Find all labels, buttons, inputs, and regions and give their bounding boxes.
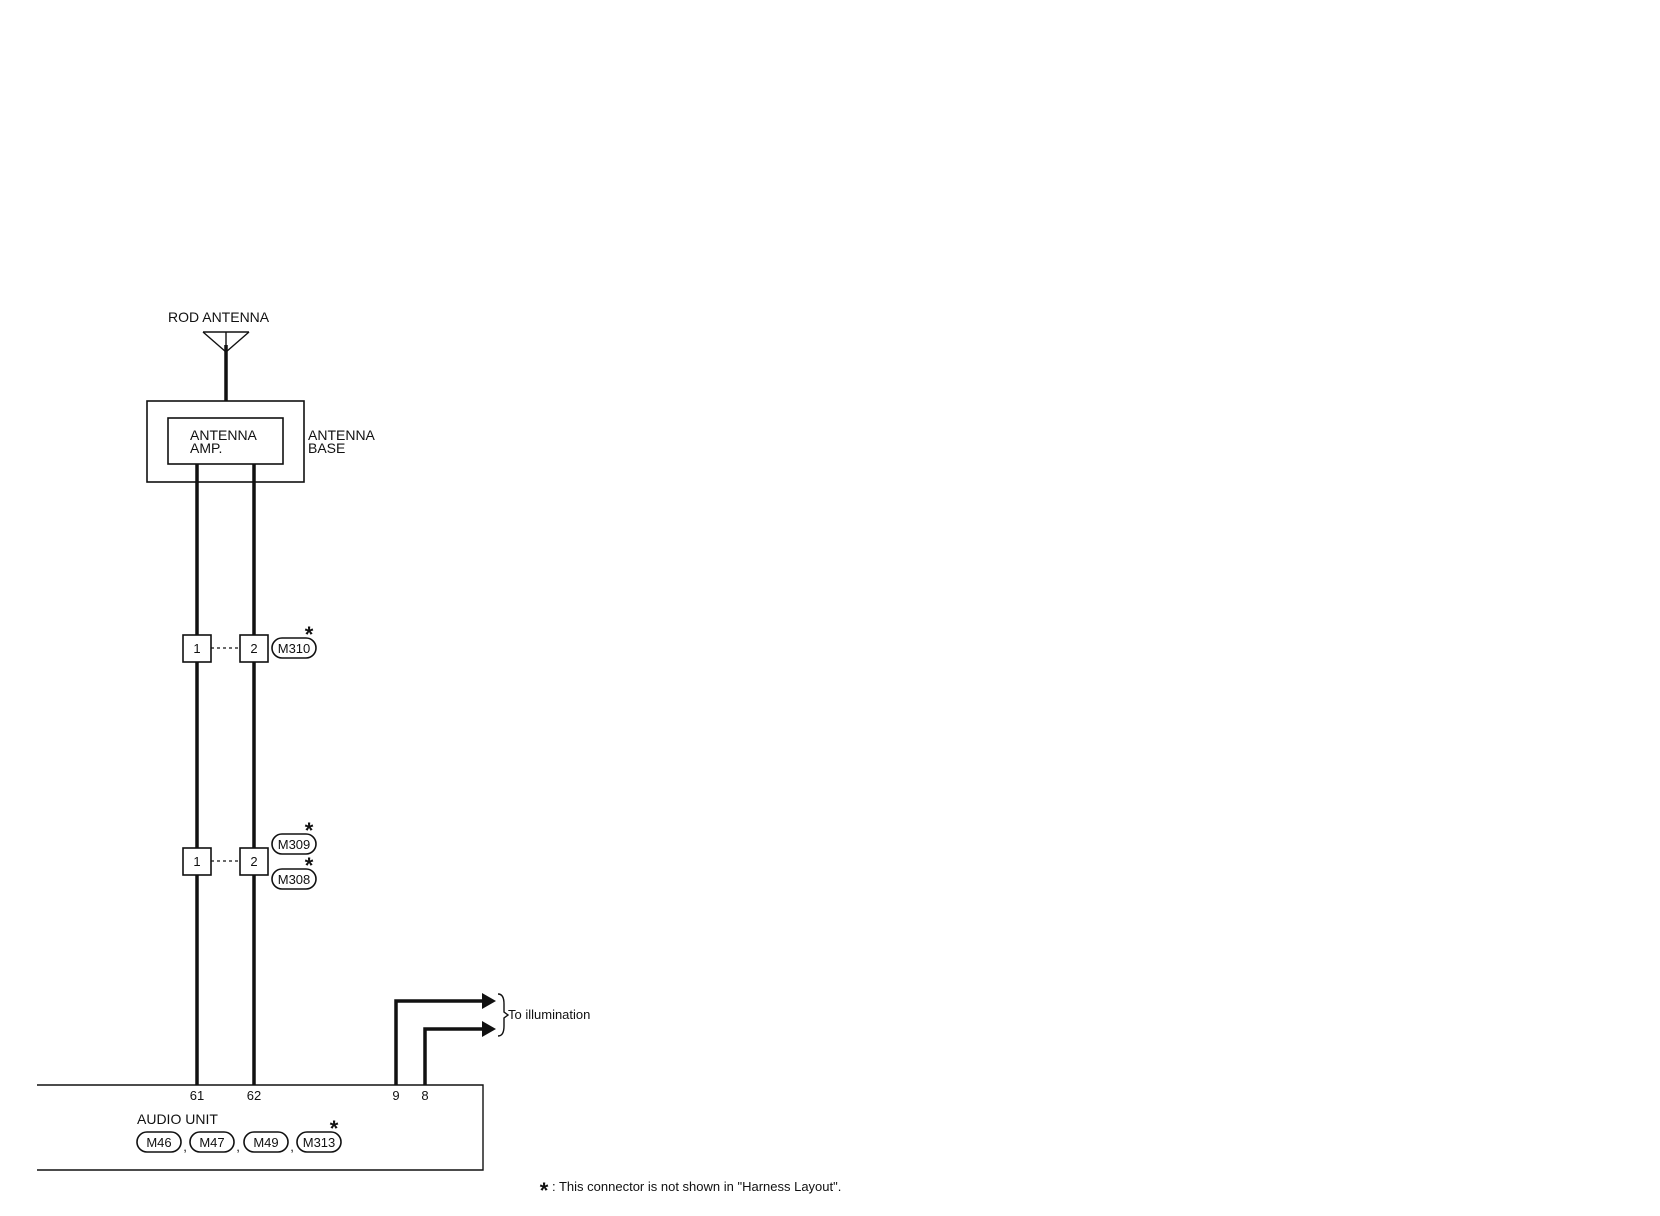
audio-unit-box [37,1084,484,1171]
connector-code-m310: M310 [278,641,311,656]
audio-unit-connectors: M46 , M47 , M49 , M313 * [136,1116,342,1154]
note-marker: * [330,1116,339,1141]
note-marker: * [305,818,314,843]
connector-code-m49: M49 [253,1135,278,1150]
connector-code-badge [136,1131,182,1153]
connector-code-badge [189,1131,235,1153]
connector-code-m309: M309 [278,837,311,852]
connector-m310-pin-2-box [239,634,269,663]
audio-unit-label: AUDIO UNIT [137,1111,218,1127]
connector-code-m46: M46 [146,1135,171,1150]
audio-unit-pin-9: 9 [392,1088,399,1103]
connector-m309-pin-1: 1 [193,854,200,869]
connector-m310-pin-2: 2 [250,641,257,656]
connector-m309-pin-2: 2 [250,854,257,869]
note-marker: * [305,853,314,878]
connector-m309-m308: 1 2 M309 * M308 * [182,818,317,890]
footnote-marker: * [540,1178,549,1203]
antenna-base-label-line2: BASE [308,440,345,456]
connector-m310-pin-1: 1 [193,641,200,656]
connector-m310-pin-1-box [182,634,212,663]
connector-code-m313: M313 [303,1135,336,1150]
connector-code-m47: M47 [199,1135,224,1150]
illumination-label: To illumination [508,1007,590,1022]
rod-antenna-label: ROD ANTENNA [168,309,270,325]
antenna-base-label-line1: ANTENNA [308,427,376,443]
connector-code-badge [271,833,317,855]
connector-separator: , [290,1139,294,1154]
connector-separator: , [236,1139,240,1154]
connector-m309-pin-2-box [239,847,269,876]
connector-m310: 1 2 M310 * [182,622,317,663]
audio-unit-pin-62: 62 [247,1088,261,1103]
connector-code-badge [243,1131,289,1153]
connector-code-badge [271,637,317,659]
note-marker: * [305,622,314,647]
connector-code-m308: M308 [278,872,311,887]
footnote-text: : This connector is not shown in "Harnes… [552,1179,841,1194]
audio-unit-pin-61: 61 [190,1088,204,1103]
antenna-amp-label-line2: AMP. [190,440,222,456]
connector-separator: , [183,1139,187,1154]
connector-code-badge [271,868,317,890]
audio-unit-pin-8: 8 [421,1088,428,1103]
antenna-amp-box [167,417,284,465]
antenna-amp-label-line1: ANTENNA [190,427,258,443]
connector-code-badge [296,1131,342,1153]
illumination-wires [394,993,510,1085]
